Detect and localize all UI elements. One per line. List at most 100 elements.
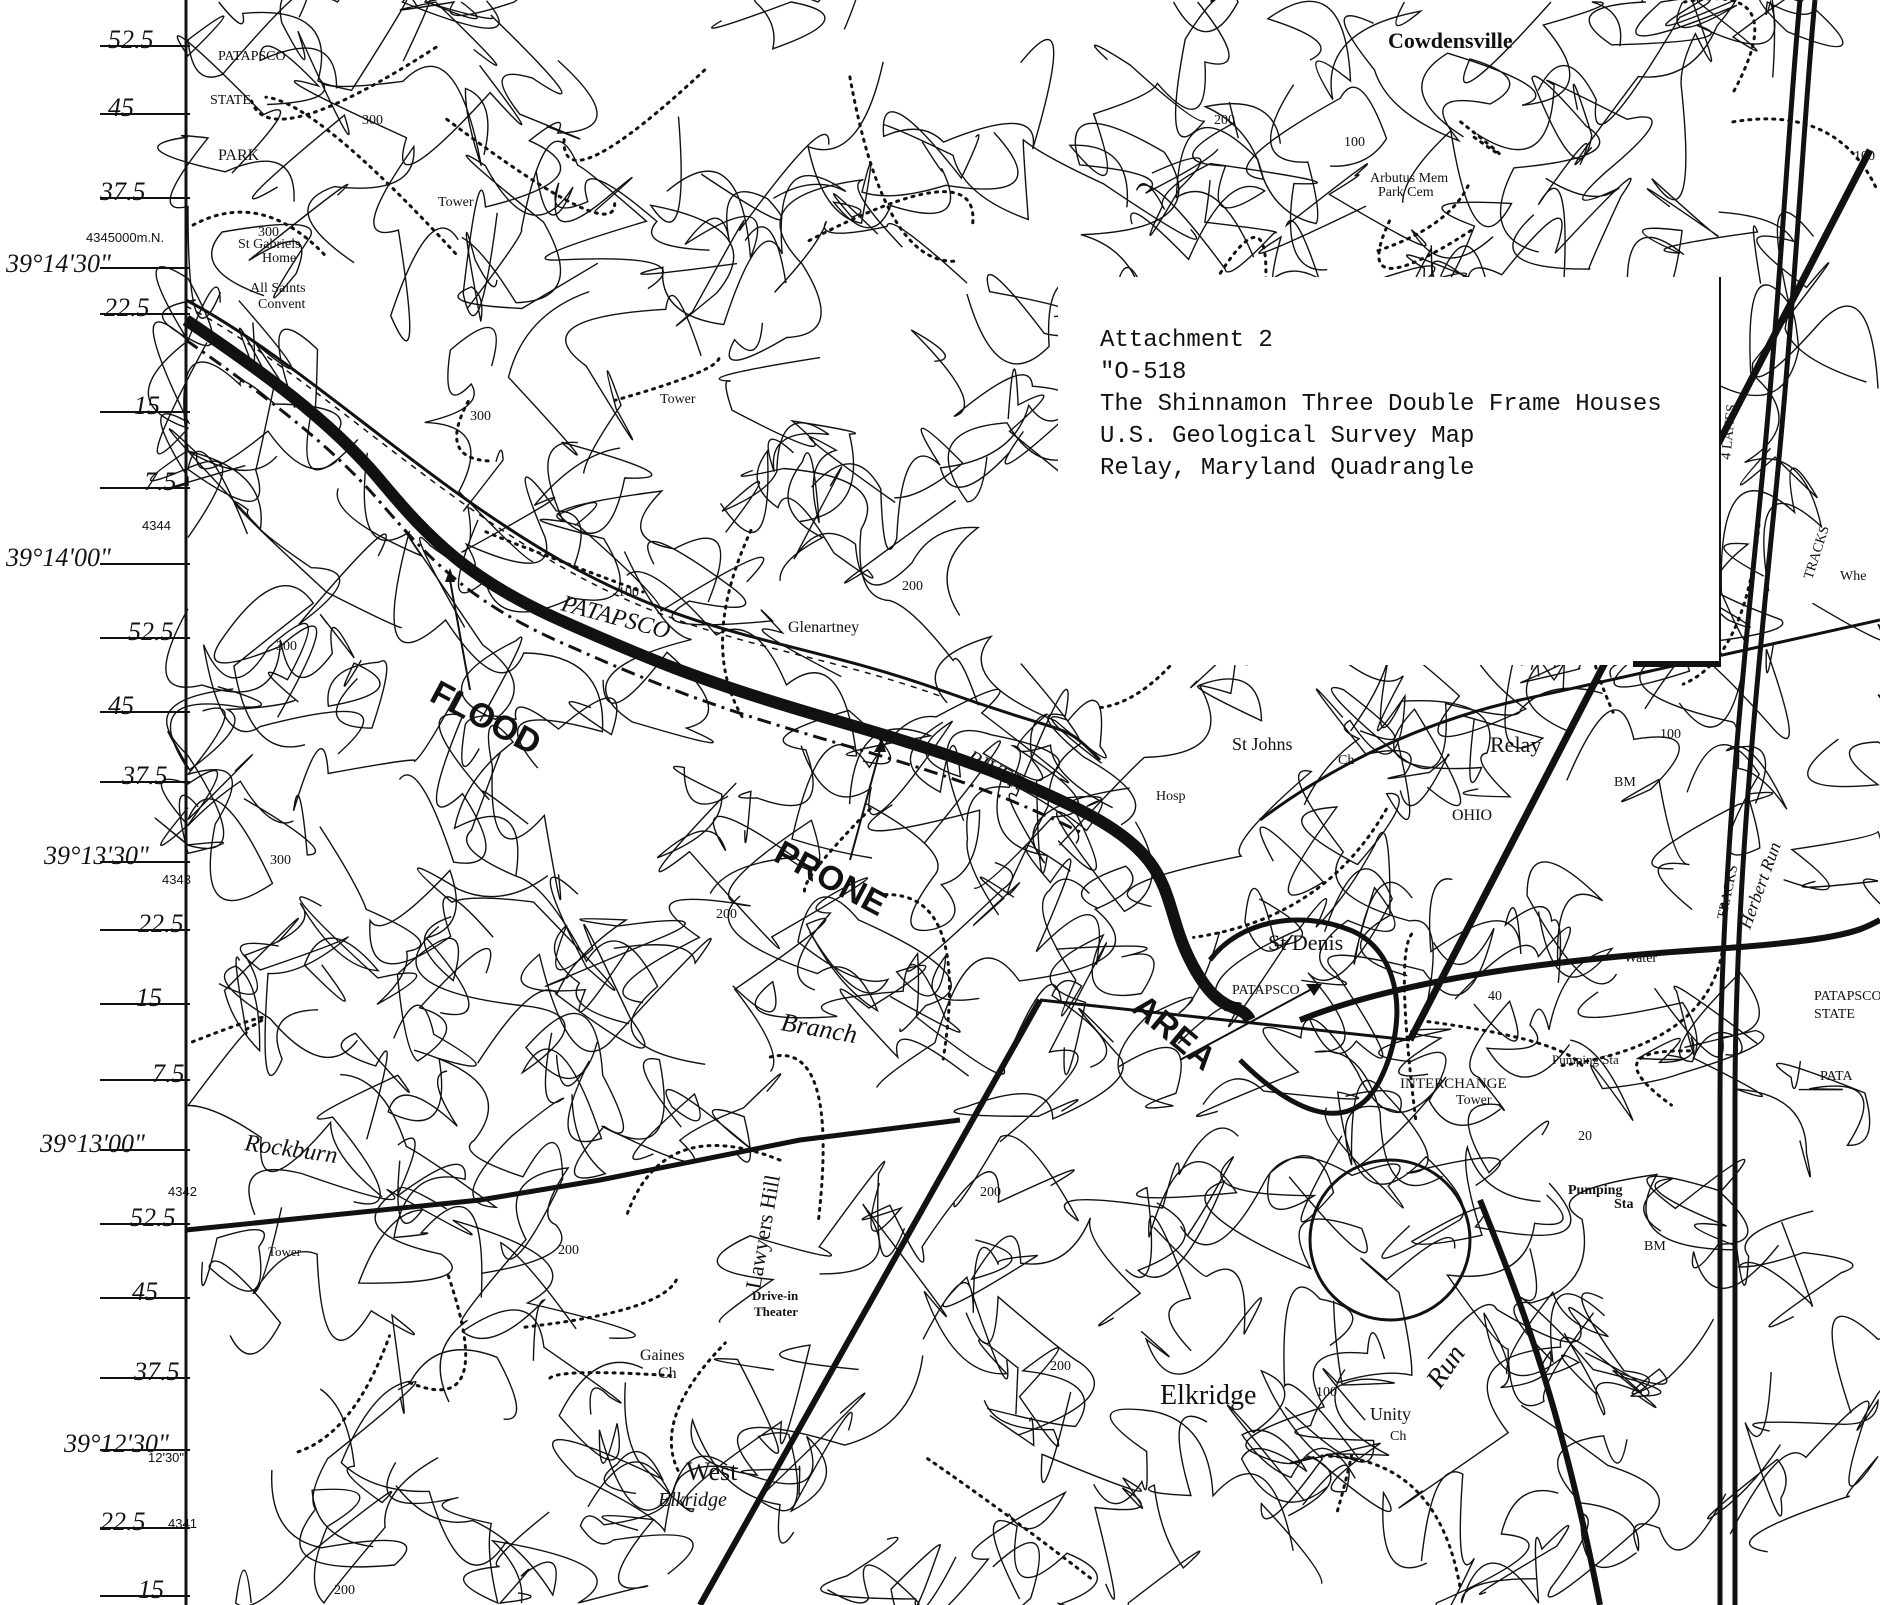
contour-line bbox=[234, 1388, 393, 1605]
contour-line bbox=[732, 963, 961, 1033]
place-label: BM bbox=[1644, 1239, 1666, 1254]
contour-line bbox=[1428, 878, 1562, 983]
contour-line bbox=[165, 608, 355, 693]
contour-line bbox=[1641, 0, 1844, 52]
contour-line bbox=[556, 490, 765, 612]
contour-line bbox=[248, 1169, 636, 1339]
contour-label: 200 bbox=[980, 1185, 1001, 1200]
flood-arrow-3 bbox=[1179, 989, 1311, 1061]
contour-line bbox=[1057, 1415, 1208, 1605]
trail-line bbox=[1336, 1453, 1354, 1513]
margin-label: 22.5 bbox=[100, 1507, 146, 1536]
contour-label: 100 bbox=[618, 585, 639, 600]
place-label: Ch bbox=[658, 1365, 677, 1382]
contour-line bbox=[150, 361, 342, 538]
place-label: Whe bbox=[1840, 569, 1866, 584]
place-label: Ch bbox=[1338, 753, 1354, 768]
place-label: 4 LANES bbox=[1719, 404, 1740, 461]
stream-run bbox=[1477, 1198, 1603, 1605]
contour-line bbox=[827, 1490, 1067, 1605]
flood-arrow-1 bbox=[449, 579, 471, 691]
contour-line bbox=[462, 59, 598, 317]
contour-line bbox=[966, 744, 1080, 916]
contour-line bbox=[1117, 931, 1221, 1109]
contour-line bbox=[727, 895, 879, 1072]
contour-line bbox=[1040, 1391, 1144, 1600]
place-label: Pumping bbox=[1568, 1183, 1622, 1198]
trail-line bbox=[408, 1271, 468, 1392]
contour-line bbox=[453, 724, 562, 901]
contour-label: 200 bbox=[1050, 1359, 1071, 1374]
contour-line bbox=[622, 819, 821, 1004]
place-label: Tower bbox=[1456, 1093, 1492, 1108]
contour-line bbox=[1454, 861, 1618, 1000]
place-label: PARK bbox=[218, 147, 260, 164]
contour-line bbox=[1427, 1290, 1609, 1375]
contour-line bbox=[1460, 1524, 1570, 1604]
contour-label: 200 bbox=[334, 1583, 355, 1598]
contour-line bbox=[1483, 1312, 1598, 1395]
margin-label: 39°13'30" bbox=[43, 841, 149, 870]
contour-line bbox=[1315, 688, 1450, 807]
contour-line bbox=[1626, 225, 1762, 318]
place-labels: Cowdensville Arbutus Mem Park Cem St Gab… bbox=[210, 28, 1880, 1511]
map-source: U.S. Geological Survey Map bbox=[1100, 423, 1475, 450]
margin-label: 4344 bbox=[142, 518, 171, 533]
contour-line bbox=[565, 294, 702, 474]
flood-arrow-3-head bbox=[1306, 984, 1322, 996]
contour-line bbox=[1093, 0, 1239, 138]
contour-label: 300 bbox=[470, 409, 491, 424]
road-east bbox=[1298, 917, 1880, 1023]
contour-line bbox=[1584, 1318, 1715, 1409]
contour-line bbox=[233, 500, 403, 629]
margin-label: 45 bbox=[132, 1277, 158, 1306]
contour-line bbox=[647, 540, 842, 678]
contour-line bbox=[1646, 1, 1719, 237]
contour-line bbox=[386, 1462, 550, 1605]
contour-line bbox=[1042, 878, 1108, 1068]
contour-line bbox=[1266, 0, 1424, 100]
contour-line bbox=[924, 713, 1114, 844]
contour-line bbox=[1135, 180, 1277, 273]
map-area bbox=[180, 0, 1880, 1605]
contour-line bbox=[1729, 1400, 1879, 1553]
contour-line bbox=[906, 861, 1063, 1075]
trail-line bbox=[1731, 117, 1880, 194]
place-label: Glenartney bbox=[788, 619, 859, 636]
contour-line bbox=[259, 45, 523, 166]
trail-line bbox=[548, 1371, 672, 1380]
contour-labels: 300 300 300 300 200 100 100 200 300 200 … bbox=[258, 113, 1875, 1598]
contour-line bbox=[1445, 1194, 1595, 1407]
trail-line bbox=[847, 72, 956, 263]
margin-label: 39°13'00" bbox=[39, 1129, 145, 1158]
contour-line bbox=[713, 1358, 866, 1512]
place-label: Tower bbox=[438, 195, 474, 210]
contour-line bbox=[579, 1461, 694, 1575]
place-label: Drive-in bbox=[752, 1288, 799, 1303]
contour-line bbox=[1574, 0, 1776, 166]
contour-line bbox=[1330, 686, 1603, 770]
trail-line bbox=[186, 1015, 266, 1045]
contour-label: 300 bbox=[362, 113, 383, 128]
contour-line bbox=[1651, 744, 1774, 870]
contour-line bbox=[252, 1207, 415, 1414]
contour-line bbox=[1126, 770, 1434, 1001]
contour-line bbox=[223, 917, 358, 1059]
contour-line bbox=[1420, 1471, 1559, 1605]
contour-line bbox=[983, 1347, 1086, 1447]
contour-line bbox=[553, 923, 646, 1049]
place-label: Home bbox=[262, 251, 296, 266]
contour-line bbox=[393, 1137, 483, 1298]
trail-line bbox=[1192, 807, 1388, 939]
contour-line bbox=[658, 782, 869, 991]
inventory-number: "O-518 bbox=[1100, 359, 1187, 386]
interchange-circle bbox=[1308, 1158, 1472, 1322]
contour-line bbox=[552, 1439, 728, 1534]
contour-line bbox=[239, 936, 349, 1077]
contour-line bbox=[1513, 1173, 1734, 1364]
trail-line bbox=[926, 1457, 1097, 1583]
contour-line bbox=[719, 449, 957, 584]
contour-line bbox=[721, 422, 830, 533]
